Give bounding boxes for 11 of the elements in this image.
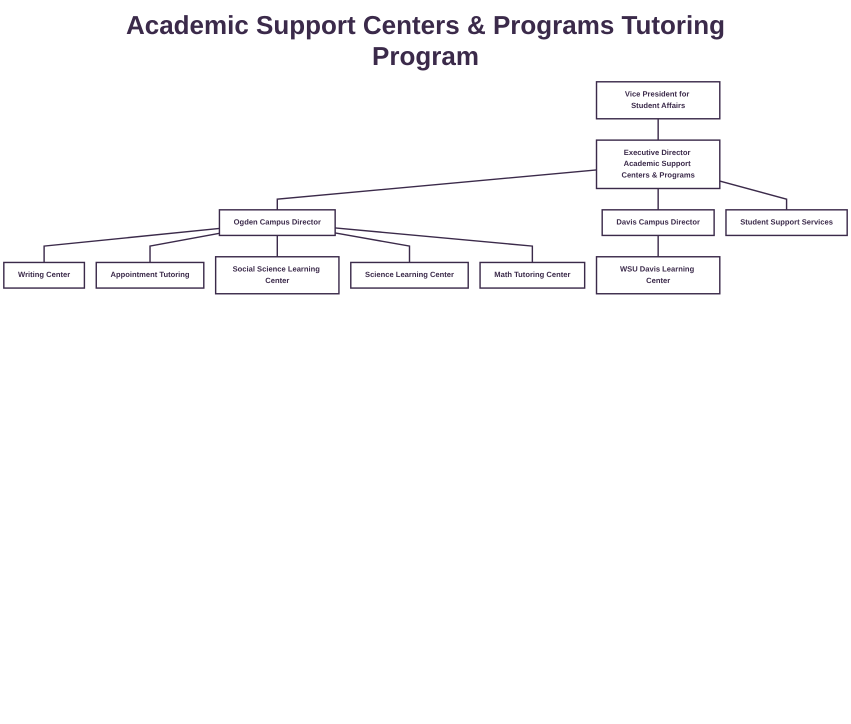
connector (276, 169, 597, 210)
connector (335, 232, 410, 262)
connector (657, 188, 659, 210)
connector (657, 118, 659, 140)
connector (149, 232, 220, 262)
connector (720, 180, 788, 210)
connector (657, 235, 659, 257)
diagram-title: Academic Support Centers & Programs Tutoring Program (124, 10, 726, 72)
connector (43, 228, 220, 262)
connector (335, 227, 534, 262)
connector (276, 235, 278, 257)
